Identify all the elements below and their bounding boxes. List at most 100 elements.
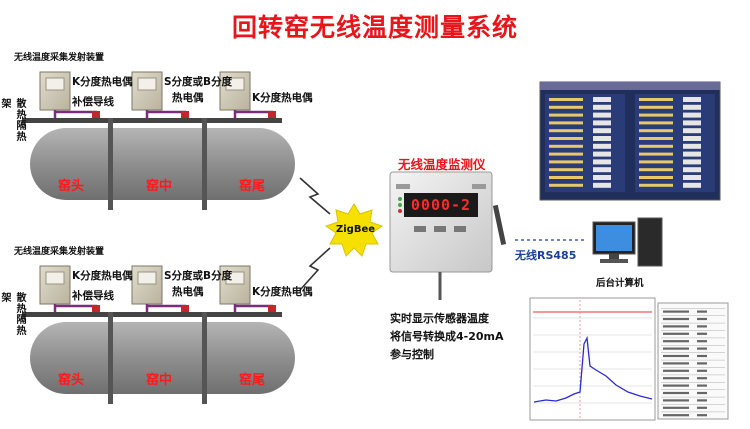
thermocouple-k-label-2: K分度热电偶 xyxy=(252,92,313,104)
compensating-wire xyxy=(233,110,274,118)
screen-row-label xyxy=(639,160,673,164)
screen-titlebar xyxy=(540,82,720,90)
heat-shield-rack-label: 散热隔热架 xyxy=(0,292,25,336)
transmitter-box xyxy=(39,265,71,305)
page-title: 回转窑无线温度测量系统 xyxy=(231,13,518,42)
screen-row-value xyxy=(593,182,611,188)
transmitter-box xyxy=(131,71,163,111)
table-row-line xyxy=(661,411,725,413)
device-slot xyxy=(396,184,410,189)
led-display-value: 0000-2 xyxy=(410,196,472,214)
screen-row-label xyxy=(549,176,583,179)
screen-row-value xyxy=(593,128,611,134)
table-cell xyxy=(697,347,707,350)
thermocouple-k-label-2: K分度热电偶 xyxy=(252,286,313,298)
screen-row-label xyxy=(639,137,673,140)
screen-row-value xyxy=(683,143,701,149)
compensating-wire xyxy=(53,110,98,118)
table-cell xyxy=(663,347,689,350)
key-button xyxy=(434,226,446,232)
table-row-line xyxy=(661,308,725,309)
table-row-line xyxy=(661,404,725,405)
thermocouple-head xyxy=(92,305,100,312)
chart-trend-line xyxy=(533,335,653,403)
screen-row-value xyxy=(683,151,701,157)
thermocouple-sb-label: S分度或B分度 xyxy=(164,270,233,282)
kiln-ring xyxy=(108,312,113,404)
status-led xyxy=(398,203,402,207)
screen-row-value xyxy=(593,104,611,110)
screen-row-label xyxy=(639,129,673,133)
screen-row-label xyxy=(639,121,673,125)
screen-row-label xyxy=(549,121,583,125)
screen-panel-right xyxy=(635,94,715,192)
table-cell xyxy=(663,399,689,402)
pc-tower xyxy=(637,217,663,267)
thermocouple-k-label: K分度热电偶 xyxy=(72,270,133,282)
instrument-desc-2: 将信号转换成4-20mA xyxy=(390,330,504,343)
wireless-signal-icon xyxy=(299,177,331,215)
screen-row-label xyxy=(549,129,583,133)
screen-row-value xyxy=(593,175,611,180)
table-row-line xyxy=(661,322,725,324)
thermocouple-k-label: K分度热电偶 xyxy=(72,76,133,88)
screen-row-value xyxy=(683,182,701,188)
section-kiln-head: 窑头 xyxy=(58,373,85,388)
table-row-line xyxy=(661,389,725,390)
table-row-line xyxy=(661,337,725,339)
compensating-wire xyxy=(53,304,98,312)
transmitter-window xyxy=(137,77,157,91)
screen-row-value xyxy=(593,151,611,157)
wireless-signal-icon xyxy=(299,247,331,291)
table-cell xyxy=(697,369,707,372)
thermocouple-head xyxy=(268,111,276,118)
table-cell xyxy=(663,377,689,380)
kiln-body xyxy=(30,322,295,394)
table-cell xyxy=(697,384,707,387)
table-cell xyxy=(663,391,689,395)
instrument-desc-3: 参与控制 xyxy=(390,348,434,361)
table-cell xyxy=(663,340,689,343)
mounting-rail xyxy=(22,312,282,317)
screen-row-value xyxy=(683,175,701,180)
screen-row-value xyxy=(683,112,701,118)
section-kiln-tail: 窑尾 xyxy=(239,179,266,194)
screen-row-value xyxy=(593,159,611,165)
table-cell xyxy=(697,354,707,358)
screen-row-label xyxy=(639,98,673,101)
screen-row-label xyxy=(549,168,583,172)
transmitter-device-label: 无线温度采集发射装置 xyxy=(14,247,105,257)
table-row-line xyxy=(661,315,725,316)
table-cell xyxy=(697,362,707,365)
transmitter-window xyxy=(45,271,65,285)
key-button xyxy=(414,226,426,232)
thermocouple-head xyxy=(181,111,189,118)
table-row-line xyxy=(661,374,725,376)
table-cell xyxy=(663,310,689,313)
table-row-line xyxy=(661,352,725,353)
table-cell xyxy=(663,354,689,358)
compensating-wire xyxy=(233,304,274,312)
screen-row-label xyxy=(549,105,583,109)
screen-row-label xyxy=(639,176,673,179)
status-led xyxy=(398,197,402,201)
thermocouple-head xyxy=(181,305,189,312)
kiln-body xyxy=(30,128,295,200)
screen-row-label xyxy=(549,98,583,101)
screen-row-label xyxy=(639,168,673,172)
monitor-screen xyxy=(596,225,632,251)
section-kiln-tail: 窑尾 xyxy=(239,373,266,388)
chart-gridlines xyxy=(533,317,652,404)
transmitter-window xyxy=(45,77,65,91)
screen-row-value xyxy=(593,167,611,173)
rs485-link-label: 无线RS485 xyxy=(515,249,577,262)
transmitter-window xyxy=(137,271,157,285)
screen-row-label xyxy=(549,144,583,148)
zigbee-label: ZigBee xyxy=(336,224,376,235)
table-cell xyxy=(697,332,707,335)
data-table-thumb xyxy=(657,302,729,420)
keyboard xyxy=(600,259,628,263)
table-cell xyxy=(663,362,689,365)
